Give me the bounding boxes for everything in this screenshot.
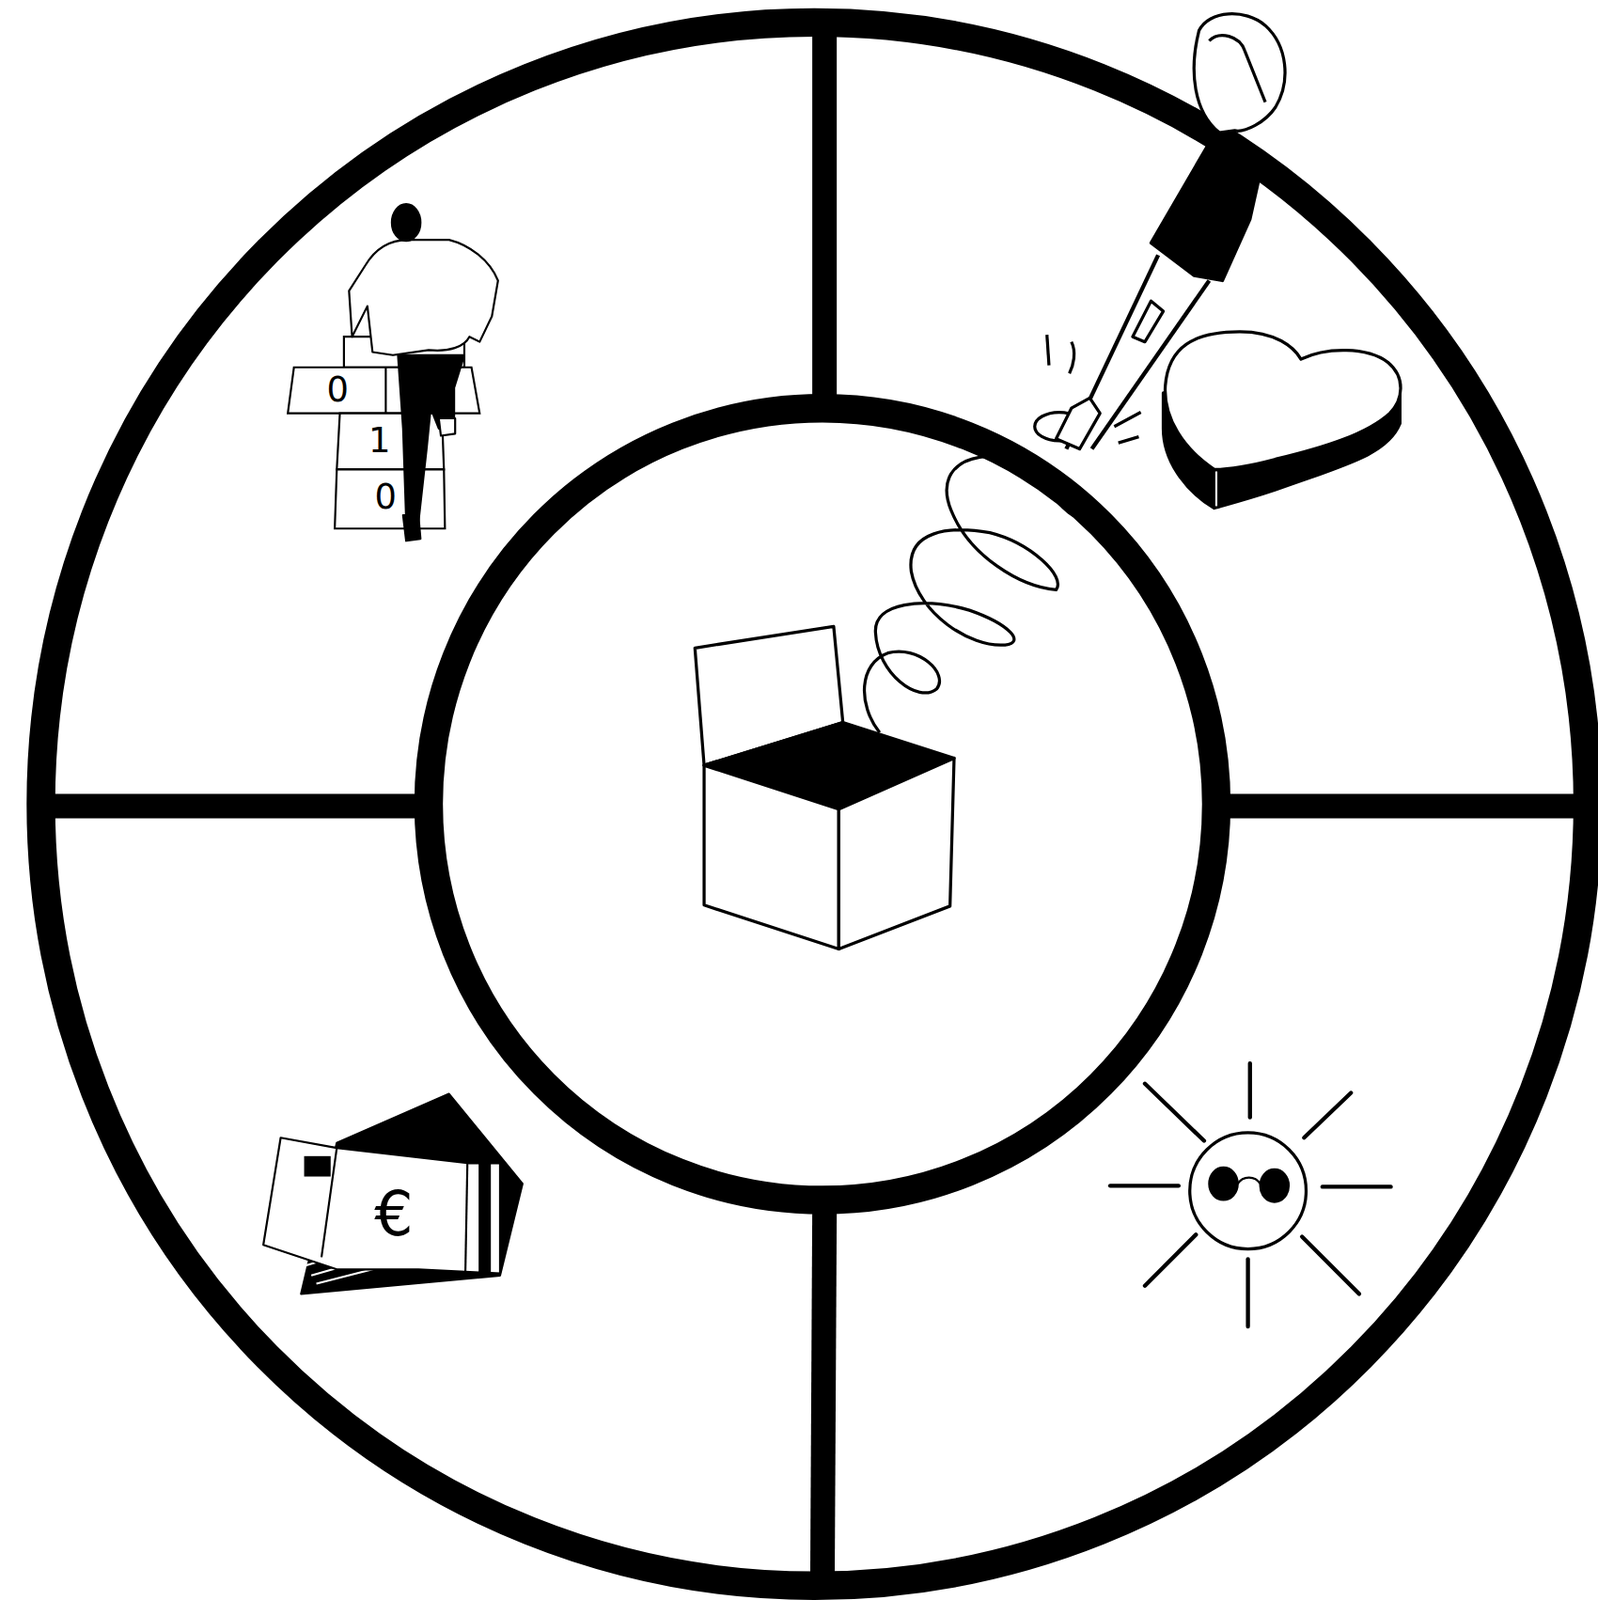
divider [822,1212,825,1578]
spring [864,455,1082,733]
hopscotch [287,336,480,529]
person [348,203,498,541]
sun [1110,1063,1392,1327]
hopscotch-number: 0 [327,372,349,408]
hopscotch-number: 0 [375,479,397,515]
divider [1228,793,1595,818]
divider [812,36,837,396]
inner-ring [428,407,1217,1200]
banknotes [263,1094,523,1295]
hopscotch-number: 1 [368,423,391,459]
currency-symbol: € [374,1183,413,1245]
heart [1163,331,1402,509]
open-box [694,626,955,949]
divider [50,793,417,818]
